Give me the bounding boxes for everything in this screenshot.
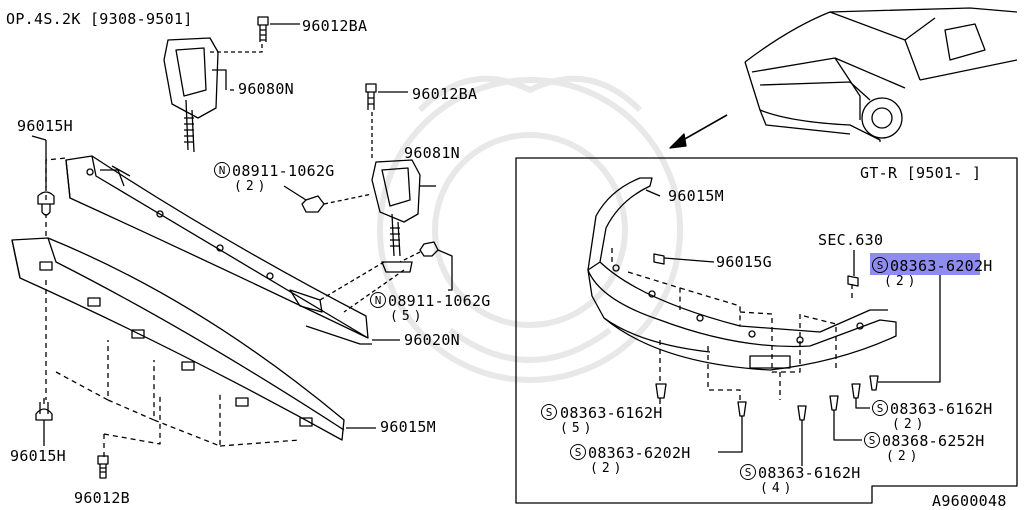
prefix-s-icon: S [740, 464, 756, 480]
qty-08363-6202h-highlighted: (2) [884, 274, 920, 289]
qty-08363-6162h-4: (4) [760, 481, 796, 496]
highlighted-part[interactable] [870, 253, 980, 275]
part-label-08911-1062g-lower[interactable]: 08911-1062G [388, 292, 491, 310]
watermark-emblem [377, 75, 683, 383]
prefix-s-icon: S [570, 444, 586, 460]
qty-08911-lower: (5) [390, 309, 426, 324]
part-label-96081n[interactable]: 96081N [404, 144, 460, 162]
part-label-08363-6162h-2[interactable]: 08363-6162H [890, 400, 993, 418]
part-label-96012b[interactable]: 96012B [74, 489, 130, 507]
qty-08368-6252h: (2) [886, 449, 922, 464]
part-label-08911-1062g-upper[interactable]: 08911-1062G [232, 162, 335, 180]
part-label-96015m-left[interactable]: 96015M [380, 418, 436, 436]
prefix-n-icon: N [214, 162, 230, 178]
inset-frame [515, 157, 1018, 504]
qty-08363-6202h: (2) [590, 461, 626, 476]
prefix-s-icon: S [864, 432, 880, 448]
lock-bracket-96080n [163, 37, 227, 153]
nut-08911-lower [419, 241, 453, 291]
lock-bracket-96081n [371, 159, 421, 273]
part-label-96080n[interactable]: 96080N [238, 80, 294, 98]
qty-08363-6162h-2: (2) [892, 417, 928, 432]
bumper-reinforcement-96020n [65, 155, 372, 345]
bolt-96012b [97, 455, 109, 479]
prefix-s-icon: S [872, 257, 888, 273]
clip-96015h-upper [37, 140, 55, 216]
part-label-96015h-upper[interactable]: 96015H [17, 117, 73, 135]
prefix-s-icon: S [541, 404, 557, 420]
clip-96015h-lower [35, 398, 53, 444]
inset-title: GT-R [9501- ] [860, 164, 982, 182]
part-label-08368-6252h[interactable]: 08368-6252H [882, 432, 985, 450]
part-label-96020n[interactable]: 96020N [404, 331, 460, 349]
energy-absorber-96015m [11, 237, 345, 441]
bolt-96012ba-upper [257, 16, 269, 42]
inset-assembly-guides [611, 248, 853, 402]
prefix-n-icon: N [370, 292, 386, 308]
section-ref-label[interactable]: SEC.630 [818, 231, 884, 249]
assembly-guides [45, 157, 301, 460]
diagram-code: A9600048 [932, 492, 1007, 510]
qty-08911-upper: (2) [234, 179, 270, 194]
part-label-96015h-lower[interactable]: 96015H [10, 447, 66, 465]
part-label-96012ba-upper[interactable]: 96012BA [302, 17, 368, 35]
part-label-08363-6162h-4[interactable]: 08363-6162H [758, 464, 861, 482]
part-label-08363-6202h-highlighted[interactable]: 08363-6202H [890, 257, 993, 275]
qty-08363-6162h-5: (5) [560, 421, 596, 436]
bolt-96012ba-middle [365, 83, 377, 110]
part-label-96012ba-middle[interactable]: 96012BA [412, 85, 478, 103]
part-label-96015g[interactable]: 96015G [716, 253, 772, 271]
screw-set-inset [655, 375, 879, 421]
applicability-label: OP.4S.2K [9308-9501] [6, 10, 193, 28]
car-illustration-icon [744, 7, 1018, 142]
part-label-08363-6202h[interactable]: 08363-6202H [588, 444, 691, 462]
part-label-96015m-inset[interactable]: 96015M [668, 187, 724, 205]
nut-08911-upper [283, 185, 325, 213]
part-label-08363-6162h-5[interactable]: 08363-6162H [560, 404, 663, 422]
prefix-s-icon: S [872, 400, 888, 416]
